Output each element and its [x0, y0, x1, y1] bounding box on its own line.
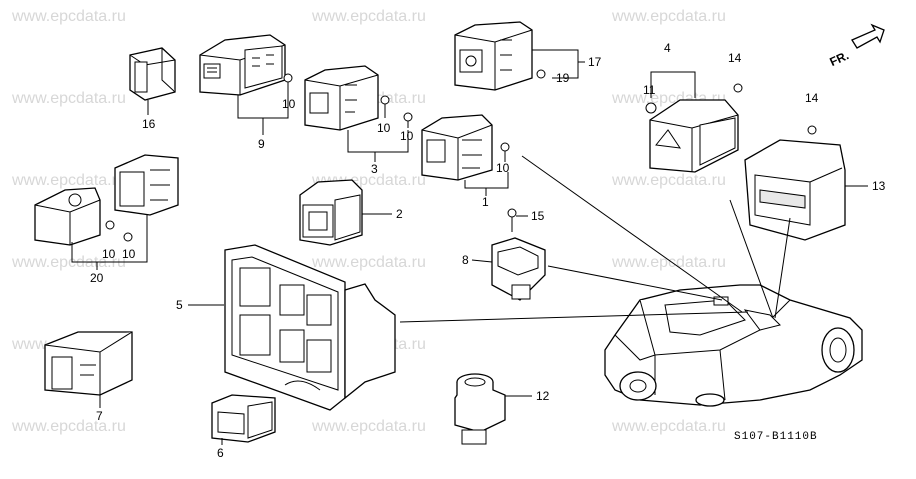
leader-line	[547, 265, 723, 301]
part-2-switch[interactable]	[299, 179, 363, 246]
callout-12: 12	[536, 389, 550, 403]
part-3-switch[interactable]	[304, 65, 379, 131]
callout-4: 4	[664, 41, 671, 55]
watermark: www.epcdata.ru	[12, 172, 126, 189]
screw-10-icon	[105, 220, 133, 242]
part-17-switch[interactable]	[454, 21, 533, 91]
watermark: www.epcdata.ru	[612, 8, 726, 25]
part-13-pocket[interactable]	[744, 139, 846, 241]
bracket-9	[237, 92, 289, 119]
callout-16: 16	[142, 117, 156, 131]
part-20-switch-panel[interactable]	[34, 154, 179, 246]
screw-10-icon	[283, 73, 293, 92]
watermark: www.epcdata.ru	[312, 418, 426, 435]
front-arrow-label: FR.	[827, 48, 850, 69]
part-4-hazard-switch[interactable]	[649, 99, 739, 173]
callout-20: 20	[90, 271, 104, 285]
screw-15-icon	[507, 208, 517, 232]
watermark: www.epcdata.ru	[612, 172, 726, 189]
part-8-connector[interactable]	[491, 237, 546, 301]
callout-19: 19	[556, 71, 570, 85]
diagram-code: S107-B1110B	[734, 431, 818, 443]
part-12-round-switch[interactable]	[454, 373, 506, 445]
bracket-3	[347, 130, 409, 153]
callout-2: 2	[396, 207, 403, 221]
bracket-17	[532, 49, 579, 79]
callout-14: 14	[728, 51, 742, 65]
callout-15: 15	[531, 209, 545, 223]
callout-6: 6	[217, 446, 224, 460]
screw-10-icon	[380, 95, 413, 128]
leader-line	[774, 217, 791, 319]
watermark: www.epcdata.ru	[12, 418, 126, 435]
screw-14-icon	[733, 83, 817, 135]
callout-10: 10	[496, 161, 510, 175]
bracket-4	[650, 71, 696, 98]
part-5-window-switch-panel[interactable]	[224, 244, 396, 411]
callout-17: 17	[588, 55, 602, 69]
callout-10: 10	[122, 247, 136, 261]
callout-9: 9	[258, 137, 265, 151]
part-6-switch[interactable]	[211, 394, 276, 443]
callout-13: 13	[872, 179, 886, 193]
callout-1: 1	[482, 195, 489, 209]
callout-10: 10	[400, 129, 414, 143]
part-9-switch[interactable]	[199, 34, 286, 96]
watermark: www.epcdata.ru	[612, 254, 726, 271]
part-16-switch-cover[interactable]	[129, 47, 176, 101]
callout-10: 10	[282, 97, 296, 111]
callout-3: 3	[371, 162, 378, 176]
callout-7: 7	[96, 409, 103, 423]
vehicle-outline	[604, 284, 863, 407]
screw-11-icon	[645, 102, 657, 114]
callout-8: 8	[462, 253, 469, 267]
leader-line	[521, 155, 743, 313]
front-arrow-icon	[851, 23, 885, 49]
callout-10: 10	[377, 121, 391, 135]
watermark: www.epcdata.ru	[312, 254, 426, 271]
watermark: www.epcdata.ru	[612, 418, 726, 435]
leader-line	[729, 199, 774, 319]
callout-14: 14	[805, 91, 819, 105]
part-7-switch[interactable]	[44, 331, 133, 396]
watermark: www.epcdata.ru	[312, 8, 426, 25]
leader-line	[399, 311, 749, 323]
bracket-20	[71, 215, 148, 263]
screw-10-icon	[500, 142, 510, 162]
leader-8	[471, 259, 493, 263]
screw-19-icon	[536, 69, 546, 79]
callout-5: 5	[176, 298, 183, 312]
watermark: www.epcdata.ru	[12, 90, 126, 107]
watermark: www.epcdata.ru	[12, 8, 126, 25]
callout-11: 11	[643, 83, 656, 97]
part-1-switch[interactable]	[421, 114, 493, 181]
callout-10: 10	[102, 247, 116, 261]
